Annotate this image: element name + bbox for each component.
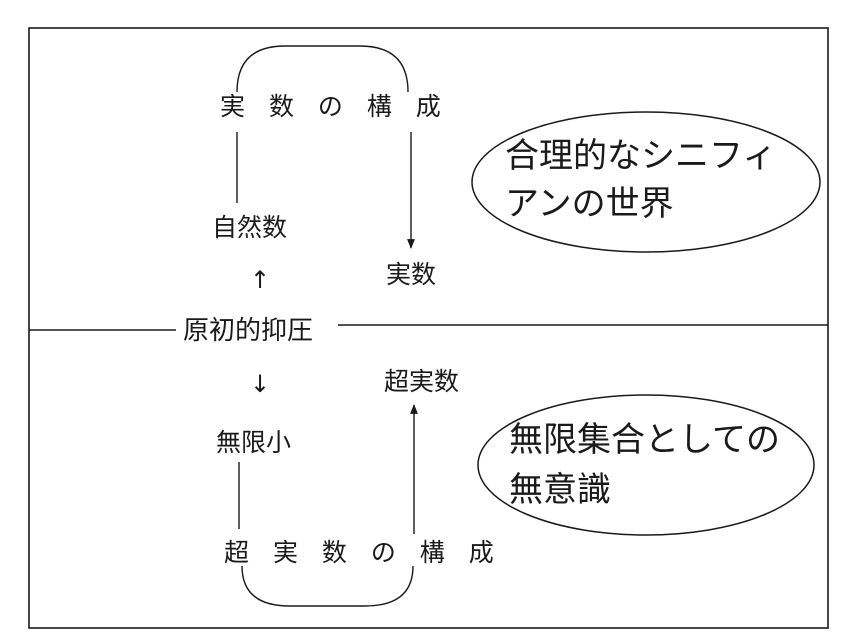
hyperreal-numbers-label: 超実数 <box>384 367 460 396</box>
top-ellipse-line2: アンの世界 <box>505 184 674 224</box>
bottom-ellipse <box>477 394 815 536</box>
top-ellipse <box>471 111 821 253</box>
arrow-up-icon: ↑ <box>250 266 271 294</box>
top-construction-label: 実 数 の 構 成 <box>220 92 449 121</box>
real-numbers-label: 実数 <box>386 260 437 289</box>
top-loop-arc <box>236 45 409 93</box>
primal-repression-label: 原初的抑圧 <box>183 316 314 346</box>
top-ellipse-line1: 合理的なシニフィ <box>505 136 777 176</box>
infinitesimal-label: 無限小 <box>216 428 292 457</box>
bottom-construction-label: 超 実 数 の 構 成 <box>224 538 502 567</box>
bottom-ellipse-line1: 無限集合としての <box>509 420 780 460</box>
bottom-ellipse-line2: 無意識 <box>509 470 611 510</box>
arrow-down-icon: ↓ <box>250 370 271 398</box>
bottom-loop-arc <box>241 565 414 607</box>
outer-frame <box>28 27 829 629</box>
natural-numbers-label: 自然数 <box>212 213 288 242</box>
